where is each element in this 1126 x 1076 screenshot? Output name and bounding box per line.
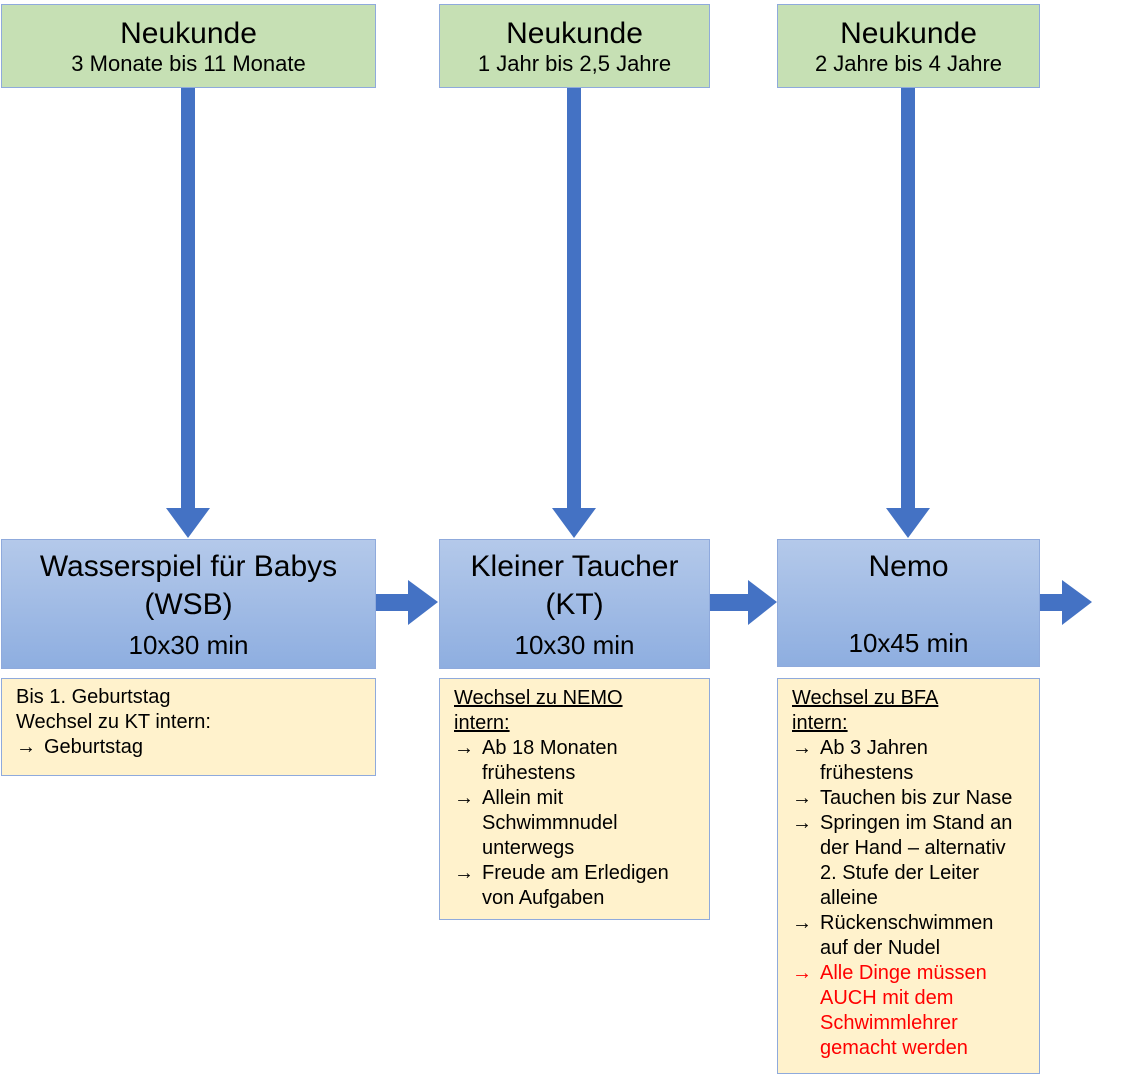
list-item-text: Geburtstag (44, 736, 143, 758)
down-arrow-kt (552, 88, 596, 538)
list-item-text: Ab 3 Jahren frühestens (820, 737, 928, 784)
list-item-text: Allein mit Schwimmnudel unterwegs (482, 787, 618, 859)
arrow-icon: → (16, 736, 36, 758)
info-heading: Wechsel zu BFA intern: (792, 687, 939, 734)
list-item-text: Alle Dinge müssen AUCH mit dem Schwimmle… (820, 962, 987, 1059)
list-item-text: Tauchen bis zur Nase (820, 787, 1013, 809)
age-range: 2 Jahre bis 4 Jahre (814, 51, 1003, 76)
right-arrow-wsb-kt (376, 580, 438, 625)
list-item: → Allein mit Schwimmnudel unterwegs (454, 786, 695, 861)
list-item: → Tauchen bis zur Nase (792, 786, 1025, 811)
list-item: → Rückenschwimmen auf der Nudel (792, 911, 1025, 961)
arrow-icon: → (454, 862, 474, 884)
course-abbrev: (KT) (545, 588, 604, 621)
new-customer-box-nemo: Neukunde 2 Jahre bis 4 Jahre (777, 4, 1040, 88)
list-item: → Geburtstag (16, 735, 361, 760)
right-arrow-nemo-next (1040, 580, 1092, 625)
arrow-icon: → (792, 912, 812, 934)
info-line: Bis 1. Geburtstag (16, 686, 171, 708)
list-item-text: Ab 18 Monaten frühestens (482, 737, 618, 784)
info-heading: Wechsel zu NEMO intern: (454, 687, 623, 734)
new-customer-box-wsb: Neukunde 3 Monate bis 11 Monate (1, 4, 376, 88)
list-item: → Ab 3 Jahren frühestens (792, 736, 1025, 786)
arrow-icon: → (792, 962, 812, 984)
course-duration: 10x30 min (514, 630, 635, 660)
course-box-wsb: Wasserspiel für Babys (WSB) 10x30 min (1, 539, 376, 669)
course-box-nemo: Nemo 10x45 min (777, 539, 1040, 667)
course-name: Wasserspiel für Babys (39, 550, 338, 583)
arrow-icon: → (454, 787, 474, 809)
course-duration: 10x45 min (848, 628, 969, 658)
new-customer-title: Neukunde (840, 17, 977, 50)
course-name: Kleiner Taucher (470, 550, 679, 583)
age-range: 1 Jahr bis 2,5 Jahre (477, 51, 672, 76)
new-customer-title: Neukunde (120, 17, 257, 50)
age-range: 3 Monate bis 11 Monate (71, 51, 306, 76)
down-arrow-wsb (166, 88, 210, 538)
info-box-wsb: Bis 1. Geburtstag Wechsel zu KT intern: … (1, 678, 376, 776)
list-item-highlight: → Alle Dinge müssen AUCH mit dem Schwimml… (792, 961, 1025, 1061)
info-box-nemo: Wechsel zu BFA intern: → Ab 3 Jahren früh… (777, 678, 1040, 1074)
arrow-icon: → (792, 812, 812, 834)
course-duration: 10x30 min (128, 630, 249, 660)
new-customer-box-kt: Neukunde 1 Jahr bis 2,5 Jahre (439, 4, 710, 88)
arrow-icon: → (792, 737, 812, 759)
list-item-text: Freude am Erledigen von Aufgaben (482, 862, 669, 909)
down-arrow-nemo (886, 88, 930, 538)
info-list: → Ab 3 Jahren frühestens → Tauchen bis zur… (792, 736, 1025, 1061)
list-item-text: Rückenschwimmen auf der Nudel (820, 912, 994, 959)
course-box-kt: Kleiner Taucher (KT) 10x30 min (439, 539, 710, 669)
info-box-kt: Wechsel zu NEMO intern: → Ab 18 Monaten f… (439, 678, 710, 920)
info-line: Wechsel zu KT intern: (16, 711, 211, 733)
list-item: → Springen im Stand an der Hand – alterna… (792, 811, 1025, 911)
course-abbrev: (WSB) (144, 588, 233, 621)
list-item-text: Springen im Stand an der Hand – alternat… (820, 812, 1013, 909)
info-list: → Ab 18 Monaten frühestens → Allein mit Sc… (454, 736, 695, 911)
course-name: Nemo (868, 550, 949, 583)
info-list: → Geburtstag (16, 735, 361, 760)
new-customer-title: Neukunde (506, 17, 643, 50)
arrow-icon: → (792, 787, 812, 809)
list-item: → Ab 18 Monaten frühestens (454, 736, 695, 786)
right-arrow-kt-nemo (710, 580, 777, 625)
list-item: → Freude am Erledigen von Aufgaben (454, 861, 695, 911)
arrow-icon: → (454, 737, 474, 759)
